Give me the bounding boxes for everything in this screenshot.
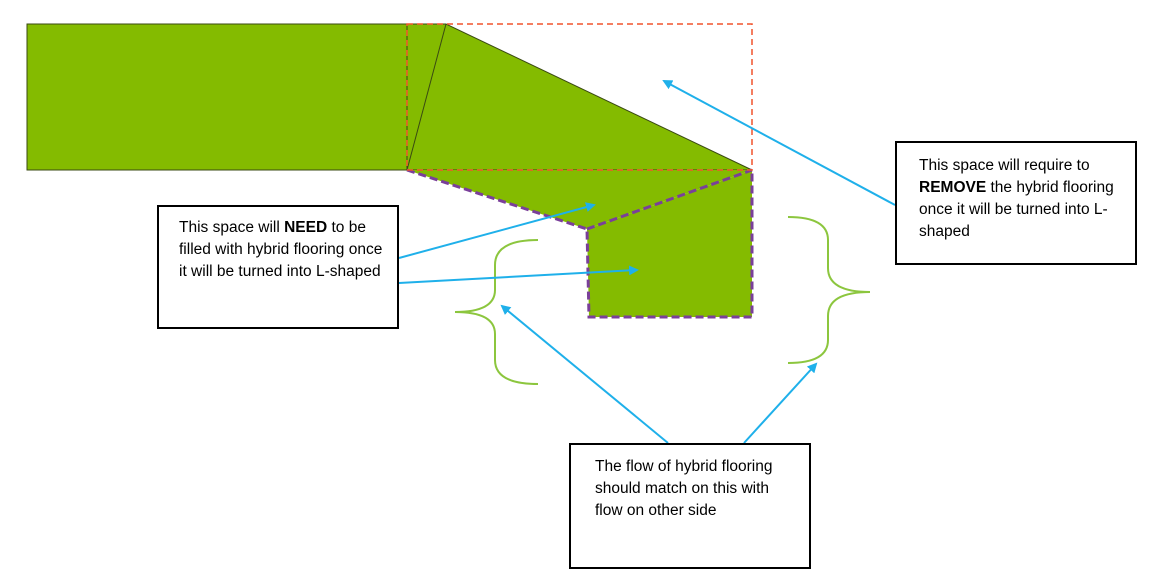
fill-area-lower [587, 170, 752, 317]
callout-remove-text-before: This space will require to [919, 157, 1090, 174]
callout-need-emphasis: NEED [284, 219, 328, 236]
floor-angled-section [406, 23, 753, 171]
arrow-need-to-lower [398, 265, 639, 284]
fill-area-upper [407, 170, 752, 229]
arrow-flow-to-right-brace [743, 362, 818, 444]
arrow-need-to-upper [398, 202, 596, 259]
callout-remove-flooring: This space will require to REMOVE the hy… [895, 141, 1137, 265]
remove-area-outline [406, 23, 753, 171]
callout-need-text-before: This space will [179, 219, 285, 236]
callout-remove-emphasis: REMOVE [919, 179, 987, 196]
arrow-flow-to-left-brace [500, 304, 669, 444]
fill-area-outline-diagonal [586, 168, 753, 231]
floor-seam-line [406, 23, 447, 171]
fill-area-outline [406, 168, 754, 319]
right-brace [787, 216, 871, 364]
callout-need-fill: This space will NEED to be filled with h… [157, 205, 399, 329]
callout-need-text-after: to be filled with hybrid flooring once i… [179, 219, 383, 280]
left-brace [454, 239, 539, 385]
arrow-remove [662, 80, 896, 206]
callout-flow-match: The flow of hybrid flooring should match… [569, 443, 811, 569]
callout-remove-text-after: the hybrid flooring once it will be turn… [919, 179, 1114, 240]
callout-flow-text: The flow of hybrid flooring should match… [595, 458, 773, 519]
floor-strip-left [26, 23, 408, 171]
